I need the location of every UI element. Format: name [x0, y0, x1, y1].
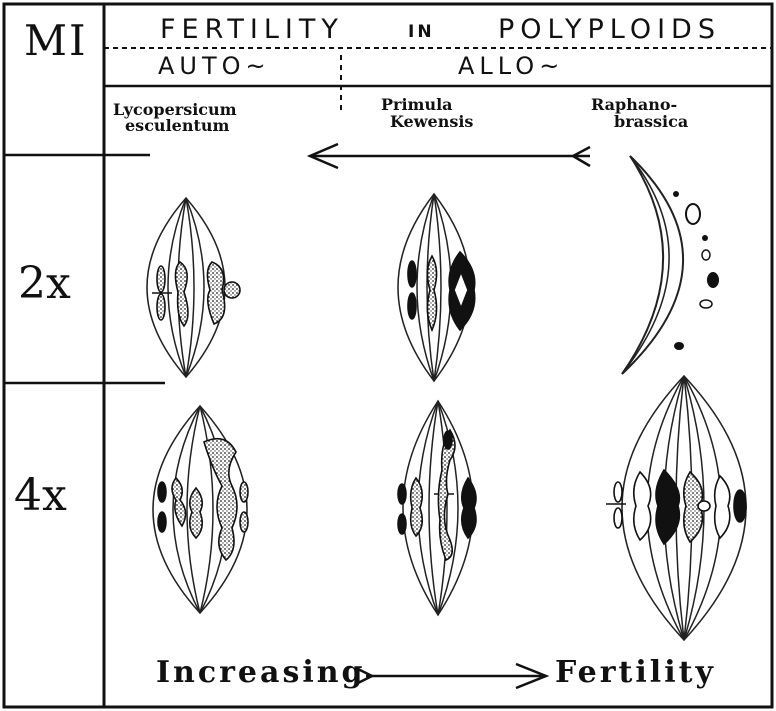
arrow-left-icon — [310, 144, 590, 168]
group-auto: AUTO~ — [158, 52, 271, 80]
species-raphanobrassica-line1: Raphano- — [591, 96, 677, 113]
row-label-2x: 2x — [18, 258, 71, 309]
footer-increasing: Increasing — [156, 655, 366, 690]
species-raphanobrassica-line2: brassica — [614, 113, 688, 130]
corner-label: MI — [24, 16, 88, 65]
chromosomes-auto-2x — [152, 262, 240, 326]
crescent-raphanobrassica-2x — [622, 156, 719, 374]
title-polyploids: POLYPLOIDS — [498, 14, 721, 45]
footer-fertility: Fertility — [555, 655, 716, 690]
title-in: IN — [408, 22, 435, 42]
species-primula-line2: Kewensis — [390, 113, 473, 130]
group-allo: ALLO~ — [458, 52, 564, 80]
chromosomes-primula-4x — [398, 430, 476, 560]
arrow-right-icon — [356, 664, 546, 688]
species-lycopersicum-line2: esculentum — [125, 117, 229, 134]
title-fertility: FERTILITY — [160, 14, 344, 45]
row-label-4x: 4x — [14, 470, 67, 521]
species-primula-line1: Primula — [381, 96, 453, 113]
